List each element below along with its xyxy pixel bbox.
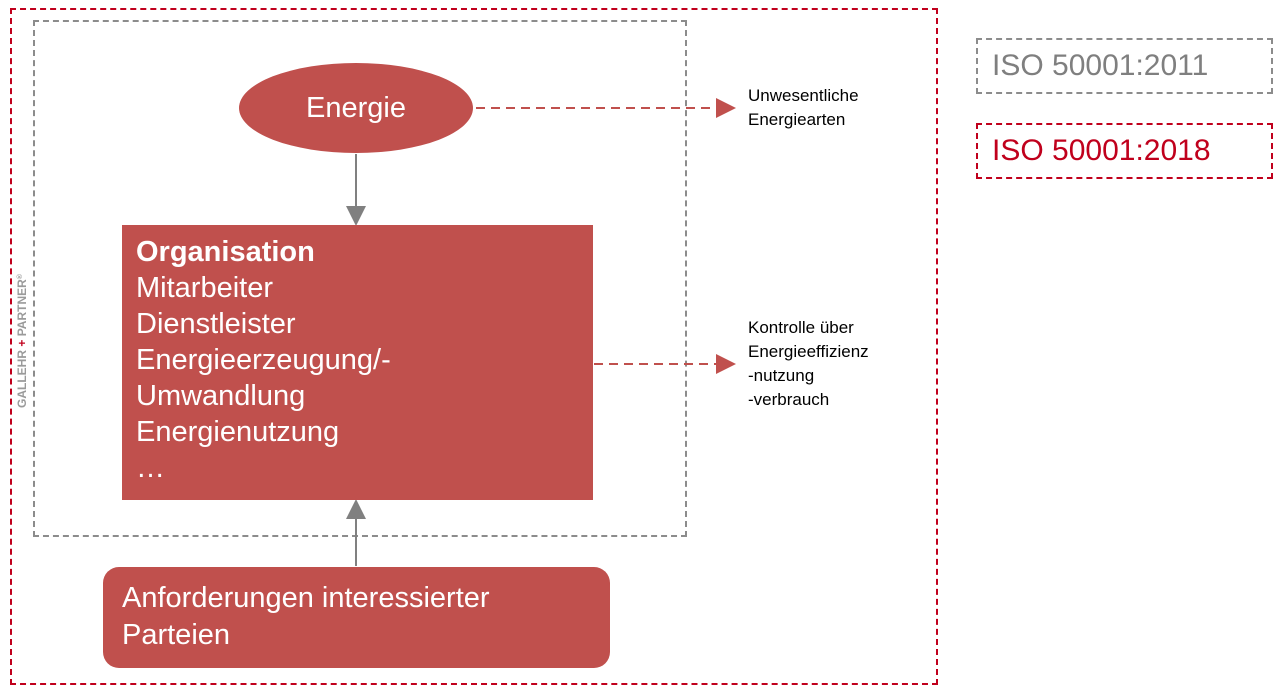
organisation-item: Energienutzung (136, 416, 340, 448)
requirements-box: Anforderungen interessierter Parteien (103, 567, 610, 668)
organisation-item: Energieerzeugung/- (136, 344, 391, 376)
control-note: Kontrolle über Energieeffizienz -nutzung… (748, 316, 869, 412)
note-line: Energiearten (748, 110, 846, 129)
requirements-line: Parteien (122, 619, 231, 651)
organisation-item: Umwandlung (136, 380, 306, 412)
scope-frame-2011 (33, 20, 687, 537)
note-line: Kontrolle über (748, 318, 854, 337)
company-logo-text: GALLEHR + PARTNER® (15, 273, 29, 408)
legend-iso-2018: ISO 50001:2018 (976, 123, 1273, 179)
note-line: -nutzung (748, 366, 815, 385)
organisation-title: Organisation (136, 236, 315, 268)
energy-node: Energie (239, 63, 473, 153)
note-line: Unwesentliche (748, 86, 859, 105)
requirements-line: Anforderungen interessierter (122, 582, 490, 614)
nonsignificant-energy-note: Unwesentliche Energiearten (748, 84, 859, 132)
note-line: Energieeffizienz (748, 342, 869, 361)
organisation-item: … (136, 452, 165, 484)
legend-iso-2011-label: ISO 50001:2011 (992, 49, 1209, 82)
scope-frame-2018 (10, 8, 938, 685)
organisation-item: Dienstleister (136, 308, 296, 340)
organisation-item: Mitarbeiter (136, 272, 273, 304)
company-logo: GALLEHR + PARTNER® (15, 273, 29, 408)
note-line: -verbrauch (748, 390, 830, 409)
energy-node-label: Energie (306, 91, 406, 124)
organisation-box: Organisation Mitarbeiter Dienstleister E… (122, 225, 593, 500)
legend-iso-2011: ISO 50001:2011 (976, 38, 1273, 94)
legend-iso-2018-label: ISO 50001:2018 (992, 134, 1211, 167)
